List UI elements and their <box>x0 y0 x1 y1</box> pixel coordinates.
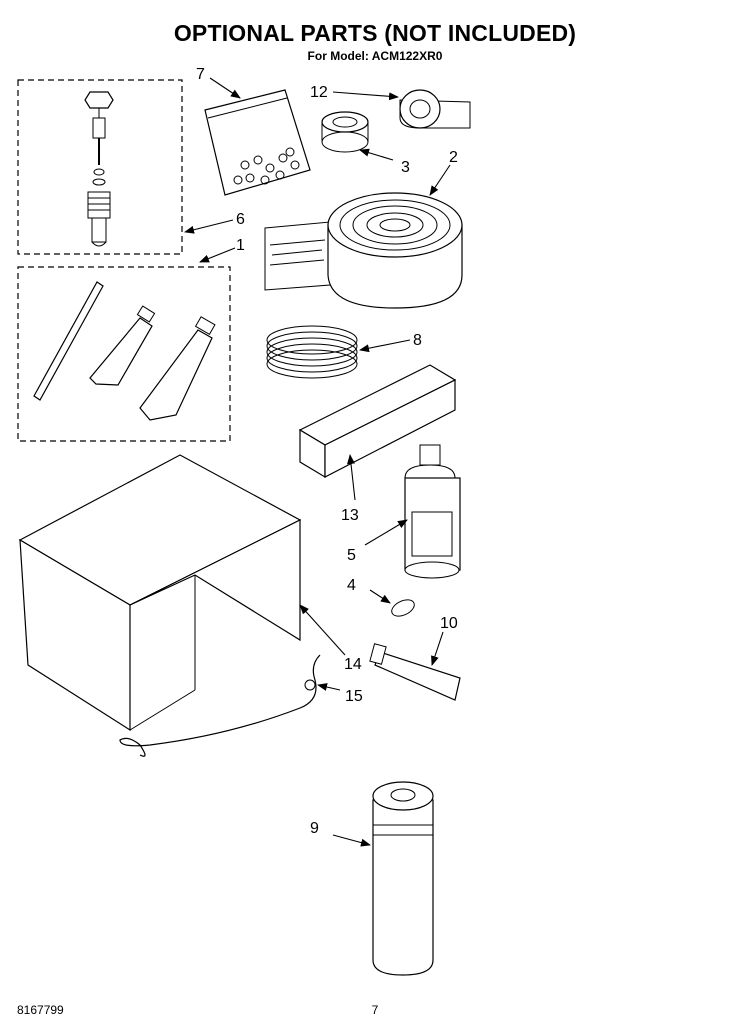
kit-box-6 <box>17 79 183 255</box>
page-title: OPTIONAL PARTS (NOT INCLUDED) <box>173 20 577 46</box>
bag-of-screws <box>204 89 311 196</box>
callout-15: 15 <box>345 688 363 705</box>
callout-9: 9 <box>310 820 319 837</box>
document-number: 8167799 <box>17 1003 64 1017</box>
small-cap <box>391 599 415 617</box>
bottle <box>404 444 461 579</box>
callout-7: 7 <box>196 66 205 83</box>
callout-8: 8 <box>413 332 422 349</box>
insulation-roll <box>264 192 463 309</box>
callout-1: 1 <box>236 237 245 254</box>
callout-3: 3 <box>401 159 410 176</box>
tape-roll-3 <box>321 111 369 153</box>
foam-block <box>298 364 457 479</box>
tube <box>369 643 461 701</box>
callout-14: 14 <box>344 656 362 673</box>
tape-roll-12 <box>399 89 471 129</box>
callout-12: 12 <box>310 84 328 101</box>
callout-2: 2 <box>449 149 458 166</box>
leader-arrows <box>184 77 451 847</box>
spray-can <box>372 781 434 976</box>
model-subtitle: For Model: ACM122XR0 <box>307 49 443 63</box>
callout-5: 5 <box>347 547 356 564</box>
unit-cover <box>18 454 302 732</box>
drawstring <box>119 654 321 757</box>
kit-box-1 <box>17 266 231 442</box>
callout-6: 6 <box>236 211 245 228</box>
wire-coil <box>266 325 358 379</box>
callout-10: 10 <box>440 615 458 632</box>
callout-13: 13 <box>341 507 359 524</box>
callout-4: 4 <box>347 577 356 594</box>
page-number: 7 <box>371 1003 379 1017</box>
